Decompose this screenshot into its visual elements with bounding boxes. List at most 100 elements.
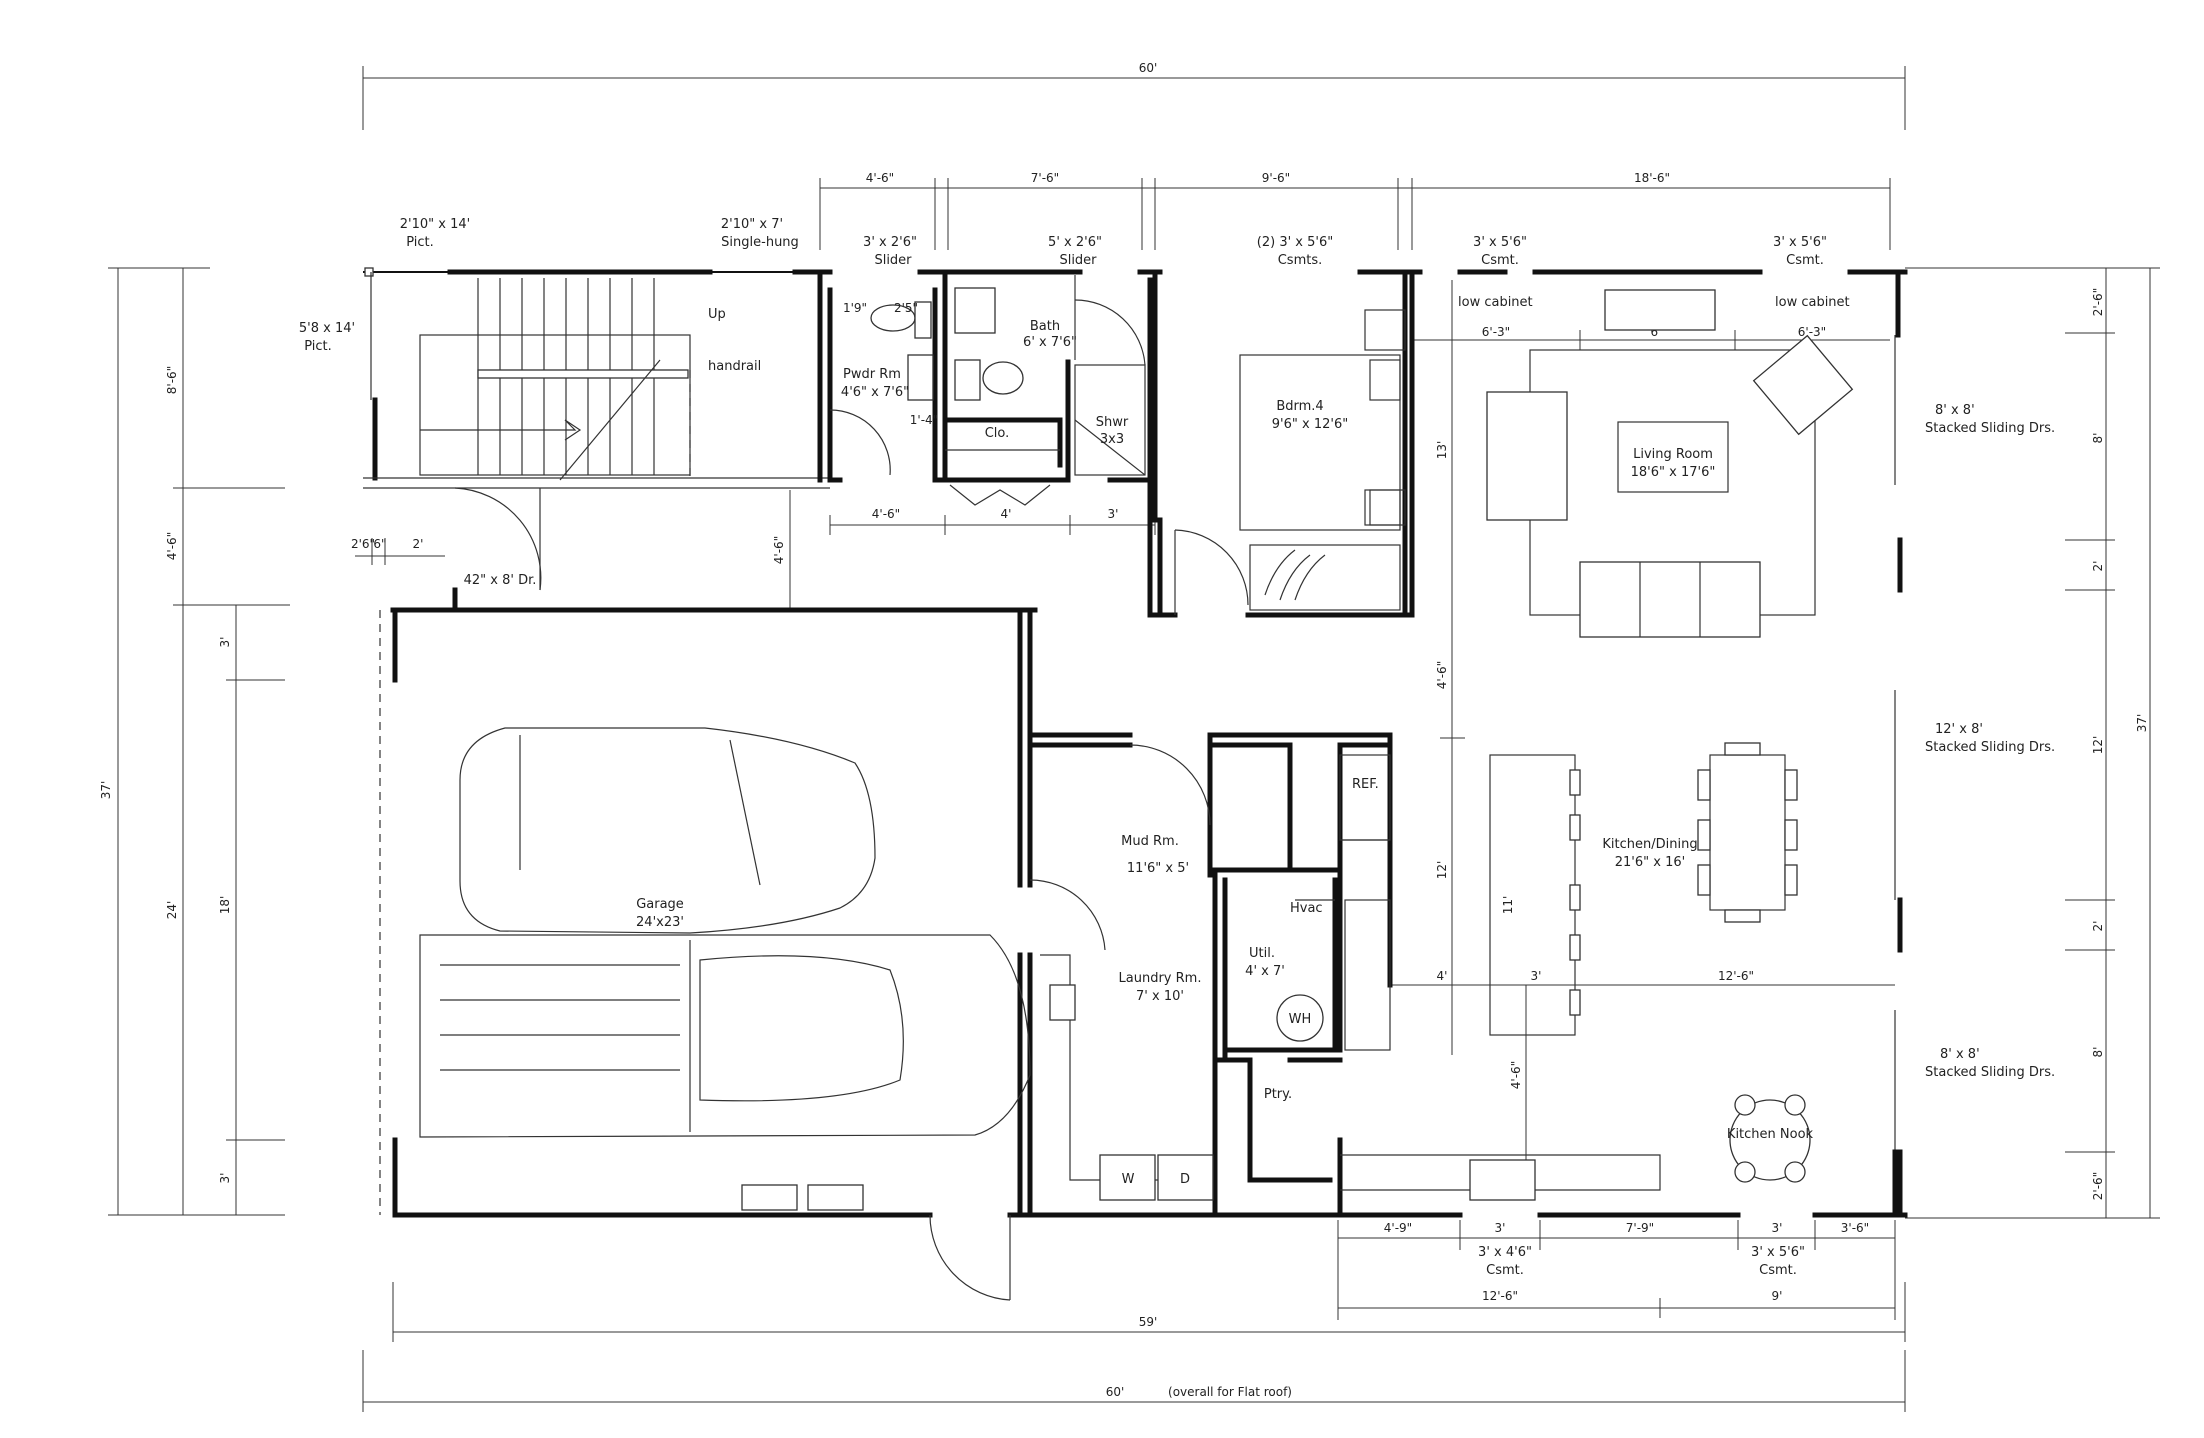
room-bath-name: Bath: [1030, 319, 1060, 334]
dim-1-9: 1'9": [843, 301, 867, 315]
walls: [363, 267, 1908, 1218]
room-ptry-name: Ptry.: [1264, 1087, 1292, 1102]
dim-right-7: 2'-6": [2091, 1172, 2105, 1200]
window-csmts-type: Csmts.: [1278, 253, 1323, 268]
dim-kitchen-3: 3': [1531, 969, 1542, 983]
sliding-door-1-type: Stacked Sliding Drs.: [1925, 421, 2055, 436]
dim-top-3: 9'-6": [1262, 171, 1290, 185]
room-util-name: Util.: [1249, 946, 1275, 961]
sliding-door-3-type: Stacked Sliding Drs.: [1925, 1065, 2055, 1080]
window-pict1-type: Pict.: [406, 235, 434, 250]
dim-1-4: 1'-4": [910, 413, 938, 427]
room-bath-size: 6' x 7'6": [1023, 335, 1077, 350]
window-csmt2-size: 3' x 5'6": [1773, 235, 1827, 250]
room-shwr-name: Shwr: [1096, 415, 1129, 430]
window-slider1-type: Slider: [874, 253, 912, 268]
fixtures: [741, 287, 1854, 1211]
car-sedan: [459, 727, 876, 934]
dim-overall-top: 60': [1139, 61, 1158, 75]
dim-left-outer-1: 8'-6": [165, 366, 179, 394]
dim-living-3: 6'-3": [1798, 325, 1826, 339]
dryer-label: D: [1180, 1172, 1190, 1187]
dim-living-1: 6'-3": [1482, 325, 1510, 339]
dim-bottom-3: 7'-9": [1626, 1221, 1654, 1235]
dim-top-1: 4'-6": [866, 171, 894, 185]
water-heater-label: WH: [1289, 1012, 1312, 1027]
window-pict-left-type: Pict.: [304, 339, 332, 354]
dimension-lines: 60' 4'-6" 7'-6" 9'-6" 18'-6" 37' 8'-6" 4…: [99, 61, 2160, 1412]
room-living-size: 18'6" x 17'6": [1631, 465, 1716, 480]
dim-entry-c: 2': [413, 537, 424, 551]
fridge-label: REF.: [1352, 777, 1379, 792]
window-csmt1-size: 3' x 5'6": [1473, 235, 1527, 250]
window-pict1-size: 2'10" x 14': [400, 217, 470, 232]
window-singlehung-size: 2'10" x 7': [721, 217, 783, 232]
room-util-size: 4' x 7': [1245, 964, 1285, 979]
low-cabinet-1-label: low cabinet: [1458, 295, 1533, 310]
dim-left-overall: 37': [99, 781, 113, 800]
room-kitchen-name: Kitchen/Dining: [1602, 837, 1697, 852]
dim-kitchen-4: 4': [1437, 969, 1448, 983]
room-garage-size: 24'x23': [636, 915, 684, 930]
window-singlehung-type: Single-hung: [721, 235, 799, 250]
window-csmt-bottom1-type: Csmt.: [1486, 1263, 1524, 1278]
stair-handrail-label: handrail: [708, 359, 761, 374]
vehicles: [419, 727, 1031, 1138]
low-cabinet-2-label: low cabinet: [1775, 295, 1850, 310]
dim-2-5: 2'5": [894, 301, 918, 315]
room-shwr-size: 3x3: [1100, 432, 1124, 447]
dim-kitchen-1: 4'-6": [1435, 661, 1449, 689]
staircase: [419, 278, 691, 481]
dim-bottom-4: 3': [1772, 1221, 1783, 1235]
dim-entry-a: 2'6": [351, 537, 375, 551]
room-garage-name: Garage: [636, 897, 684, 912]
door-entry-label: 42" x 8' Dr.: [464, 573, 537, 588]
dim-right-2: 8': [2091, 433, 2105, 444]
dim-right-3: 2': [2091, 561, 2105, 572]
hvac-label: Hvac: [1290, 901, 1323, 916]
dim-overall-bottom: 59': [1139, 1315, 1158, 1329]
dim-bottom-1: 4'-9": [1384, 1221, 1412, 1235]
window-csmt-bottom2-type: Csmt.: [1759, 1263, 1797, 1278]
sliding-door-2-type: Stacked Sliding Drs.: [1925, 740, 2055, 755]
dim-kitchen-126: 12'-6": [1718, 969, 1754, 983]
dim-right-5: 2': [2091, 921, 2105, 932]
dim-stair-gap: 4'-6": [772, 536, 786, 564]
washer-label: W: [1122, 1172, 1135, 1187]
sliding-door-1-size: 8' x 8': [1935, 403, 1975, 418]
room-nook-name: Kitchen Nook: [1727, 1127, 1814, 1142]
window-pict-left-size: 5'8 x 14': [299, 321, 355, 336]
window-slider2-type: Slider: [1059, 253, 1097, 268]
room-mud-size: 11'6" x 5': [1127, 861, 1189, 876]
dim-left-outer-3: 24': [165, 901, 179, 920]
dim-bdrm-height: 13': [1435, 441, 1449, 460]
dim-right-4: 12': [2091, 736, 2105, 755]
dim-bottom2-2: 9': [1772, 1289, 1783, 1303]
room-laundry-size: 7' x 10': [1136, 989, 1184, 1004]
doors: [454, 275, 1249, 1301]
labels: 2'10" x 14' Pict. 2'10" x 7' Single-hung…: [299, 217, 2055, 1278]
stair-up-label: Up: [708, 307, 726, 322]
dim-top-2: 7'-6": [1031, 171, 1059, 185]
dim-island-11: 11': [1501, 896, 1515, 915]
dim-left-inner-2: 18': [218, 896, 232, 915]
dim-left-inner-3: 3': [218, 1173, 232, 1184]
room-pwdr-size: 4'6" x 7'6": [841, 385, 909, 400]
dim-pwdr-bottom: 4'-6": [872, 507, 900, 521]
dim-clo-bottom: 4': [1001, 507, 1012, 521]
dim-overall-roof: 60': [1106, 1385, 1125, 1399]
dim-top-4: 18'-6": [1634, 171, 1670, 185]
window-slider1-size: 3' x 2'6": [863, 235, 917, 250]
dim-living-2: 6': [1651, 325, 1662, 339]
room-bdrm-size: 9'6" x 12'6": [1272, 417, 1348, 432]
window-csmt1-type: Csmt.: [1481, 253, 1519, 268]
room-bdrm-name: Bdrm.4: [1276, 399, 1323, 414]
dim-left-outer-2: 4'-6": [165, 532, 179, 560]
sliding-door-2-size: 12' x 8': [1935, 722, 1983, 737]
dim-bottom2-1: 12'-6": [1482, 1289, 1518, 1303]
room-laundry-name: Laundry Rm.: [1119, 971, 1202, 986]
dim-right-overall: 37': [2135, 714, 2149, 733]
window-csmt2-type: Csmt.: [1786, 253, 1824, 268]
room-mud-name: Mud Rm.: [1121, 834, 1179, 849]
sliding-door-3-size: 8' x 8': [1940, 1047, 1980, 1062]
